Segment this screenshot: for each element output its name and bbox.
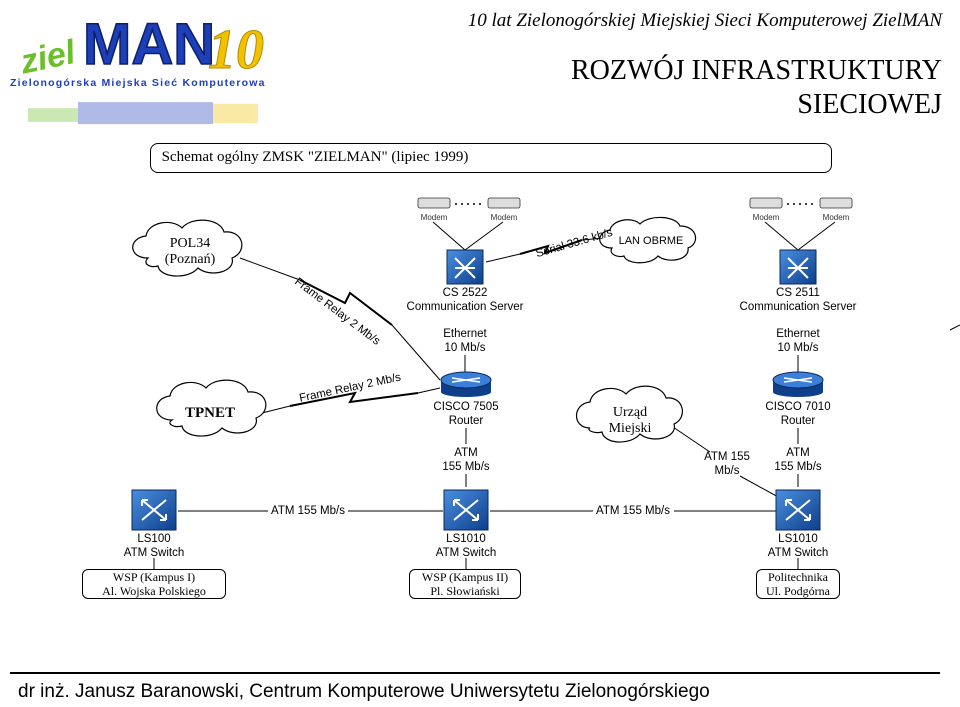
ls1010a-model: LS1010: [446, 533, 486, 545]
lan-obrme-label: LAN OBRME: [618, 235, 684, 247]
cs2511-model: CS 2511: [776, 287, 820, 299]
pol34-location: (Poznań): [164, 252, 216, 267]
footer-divider: [10, 672, 940, 674]
site-poli-address: Ul. Podgórna: [766, 584, 830, 598]
cs2522-type: Communication Server: [406, 301, 524, 313]
ls1010a-type: ATM Switch: [435, 547, 497, 559]
header-title: 10 lat Zielonogórskiej Miejskiej Sieci K…: [467, 10, 942, 31]
ls100-model: LS100: [137, 533, 171, 545]
site-poli-name: Politechnika: [768, 570, 828, 584]
cisco7010-type: Router: [780, 415, 816, 427]
urzad-name-2: Miejski: [608, 421, 652, 436]
logo-10-text: 10: [208, 19, 264, 81]
ethernet-label-1: Ethernet 10 Mb/s: [425, 327, 505, 355]
logo-subtitle: Zielonogórska Miejska Sieć Komputerowa: [10, 77, 266, 89]
modem-label: Modem: [490, 213, 518, 222]
cisco7505-model: CISCO 7505: [433, 401, 499, 413]
modem-label: Modem: [822, 213, 850, 222]
diagram-caption: Schemat ogólny ZMSK "ZIELMAN" (lipiec 19…: [161, 149, 469, 165]
frame-relay-2-bolt: [289, 391, 419, 407]
ls1010b-label: LS1010 ATM Switch: [748, 532, 848, 560]
ethernet-label-2: Ethernet 10 Mb/s: [758, 327, 838, 355]
communication-server-icon: [446, 249, 817, 285]
pol34-label: POL34 (Poznań): [140, 236, 240, 268]
cisco7010-model: CISCO 7010: [765, 401, 831, 413]
ethernet-label-1a: Ethernet: [443, 328, 487, 340]
modem-label: Modem: [420, 213, 448, 222]
ls1010b-model: LS1010: [778, 533, 818, 545]
caption-box: [150, 143, 832, 173]
cisco7505-label: CISCO 7505 Router: [416, 400, 516, 428]
site-politechnika: Politechnika Ul. Podgórna: [756, 569, 840, 599]
cisco7505-type: Router: [448, 415, 484, 427]
atm-urzad-label-a: ATM 155: [704, 451, 750, 463]
atm-label-2b: 155 Mb/s: [774, 461, 822, 473]
main-title-line1: ROZWÓJ INFRASTRUKTURY: [570, 55, 942, 86]
tpnet-label: TPNET: [184, 405, 235, 421]
cs2511-type: Communication Server: [739, 301, 857, 313]
modem-label: Modem: [752, 213, 780, 222]
ethernet-label-2a: Ethernet: [776, 328, 820, 340]
atm-link-label-1: ATM 155 Mb/s: [271, 505, 345, 517]
site-wsp-kampus-2: WSP (Kampus II) Pl. Słowiański: [409, 569, 521, 599]
cloud-pol34: [132, 219, 243, 277]
site-wsp1-address: Al. Wojska Polskiego: [102, 584, 206, 598]
atm-label-1: ATM 155 Mb/s: [426, 446, 506, 474]
atm-link-label-2: ATM 155 Mb/s: [596, 505, 670, 517]
pol34-name: POL34: [169, 236, 211, 251]
atm-switch-icon: [131, 489, 821, 531]
site-wsp2-address: Pl. Słowiański: [430, 584, 500, 598]
site-wsp-kampus-1: WSP (Kampus I) Al. Wojska Polskiego: [82, 569, 226, 599]
atm-urzad-label: ATM 155 Mb/s: [695, 450, 759, 478]
ls1010b-type: ATM Switch: [767, 547, 829, 559]
cisco7010-label: CISCO 7010 Router: [748, 400, 848, 428]
urzad-name: Urząd: [612, 405, 648, 420]
main-title-line2: SIECIOWEJ: [797, 89, 942, 120]
cs2511-label: CS 2511 Communication Server: [728, 286, 868, 314]
cs2522-model: CS 2522: [442, 287, 488, 299]
ls1010a-label: LS1010 ATM Switch: [416, 532, 516, 560]
atm-label-1a: ATM: [454, 447, 478, 459]
serial-bolt: [519, 239, 583, 255]
cloud-urzad: [575, 385, 683, 443]
atm-label-2: ATM 155 Mb/s: [758, 446, 838, 474]
cloud-tpnet: [156, 379, 267, 437]
urzad-label: Urząd Miejski: [580, 405, 680, 437]
atm-label-2a: ATM: [786, 447, 810, 459]
cloud-lan-obrme: [599, 216, 697, 264]
frame-relay-1-bolt: [299, 279, 393, 326]
ethernet-label-2b: 10 Mb/s: [777, 342, 819, 354]
router-icon: [440, 371, 824, 397]
atm-urzad-label-b: Mb/s: [714, 465, 740, 477]
logo-man-text: MAN: [83, 12, 215, 77]
site-wsp1-name: WSP (Kampus I): [112, 570, 196, 584]
main-title: ROZWÓJ INFRASTRUKTURY SIECIOWEJ: [430, 54, 942, 122]
modem-icon: [417, 197, 853, 209]
ls100-type: ATM Switch: [123, 547, 185, 559]
atm-label-1b: 155 Mb/s: [442, 461, 490, 473]
footer-author: dr inż. Janusz Baranowski, Centrum Kompu…: [18, 681, 710, 702]
cs2522-label: CS 2522 Communication Server: [395, 286, 535, 314]
ls100-label: LS100 ATM Switch: [104, 532, 204, 560]
zielman-logo: ziel MAN 10 Zielonogórska Miejska Sieć K…: [10, 11, 266, 125]
site-wsp2-name: WSP (Kampus II): [421, 570, 509, 584]
ethernet-label-1b: 10 Mb/s: [444, 342, 486, 354]
